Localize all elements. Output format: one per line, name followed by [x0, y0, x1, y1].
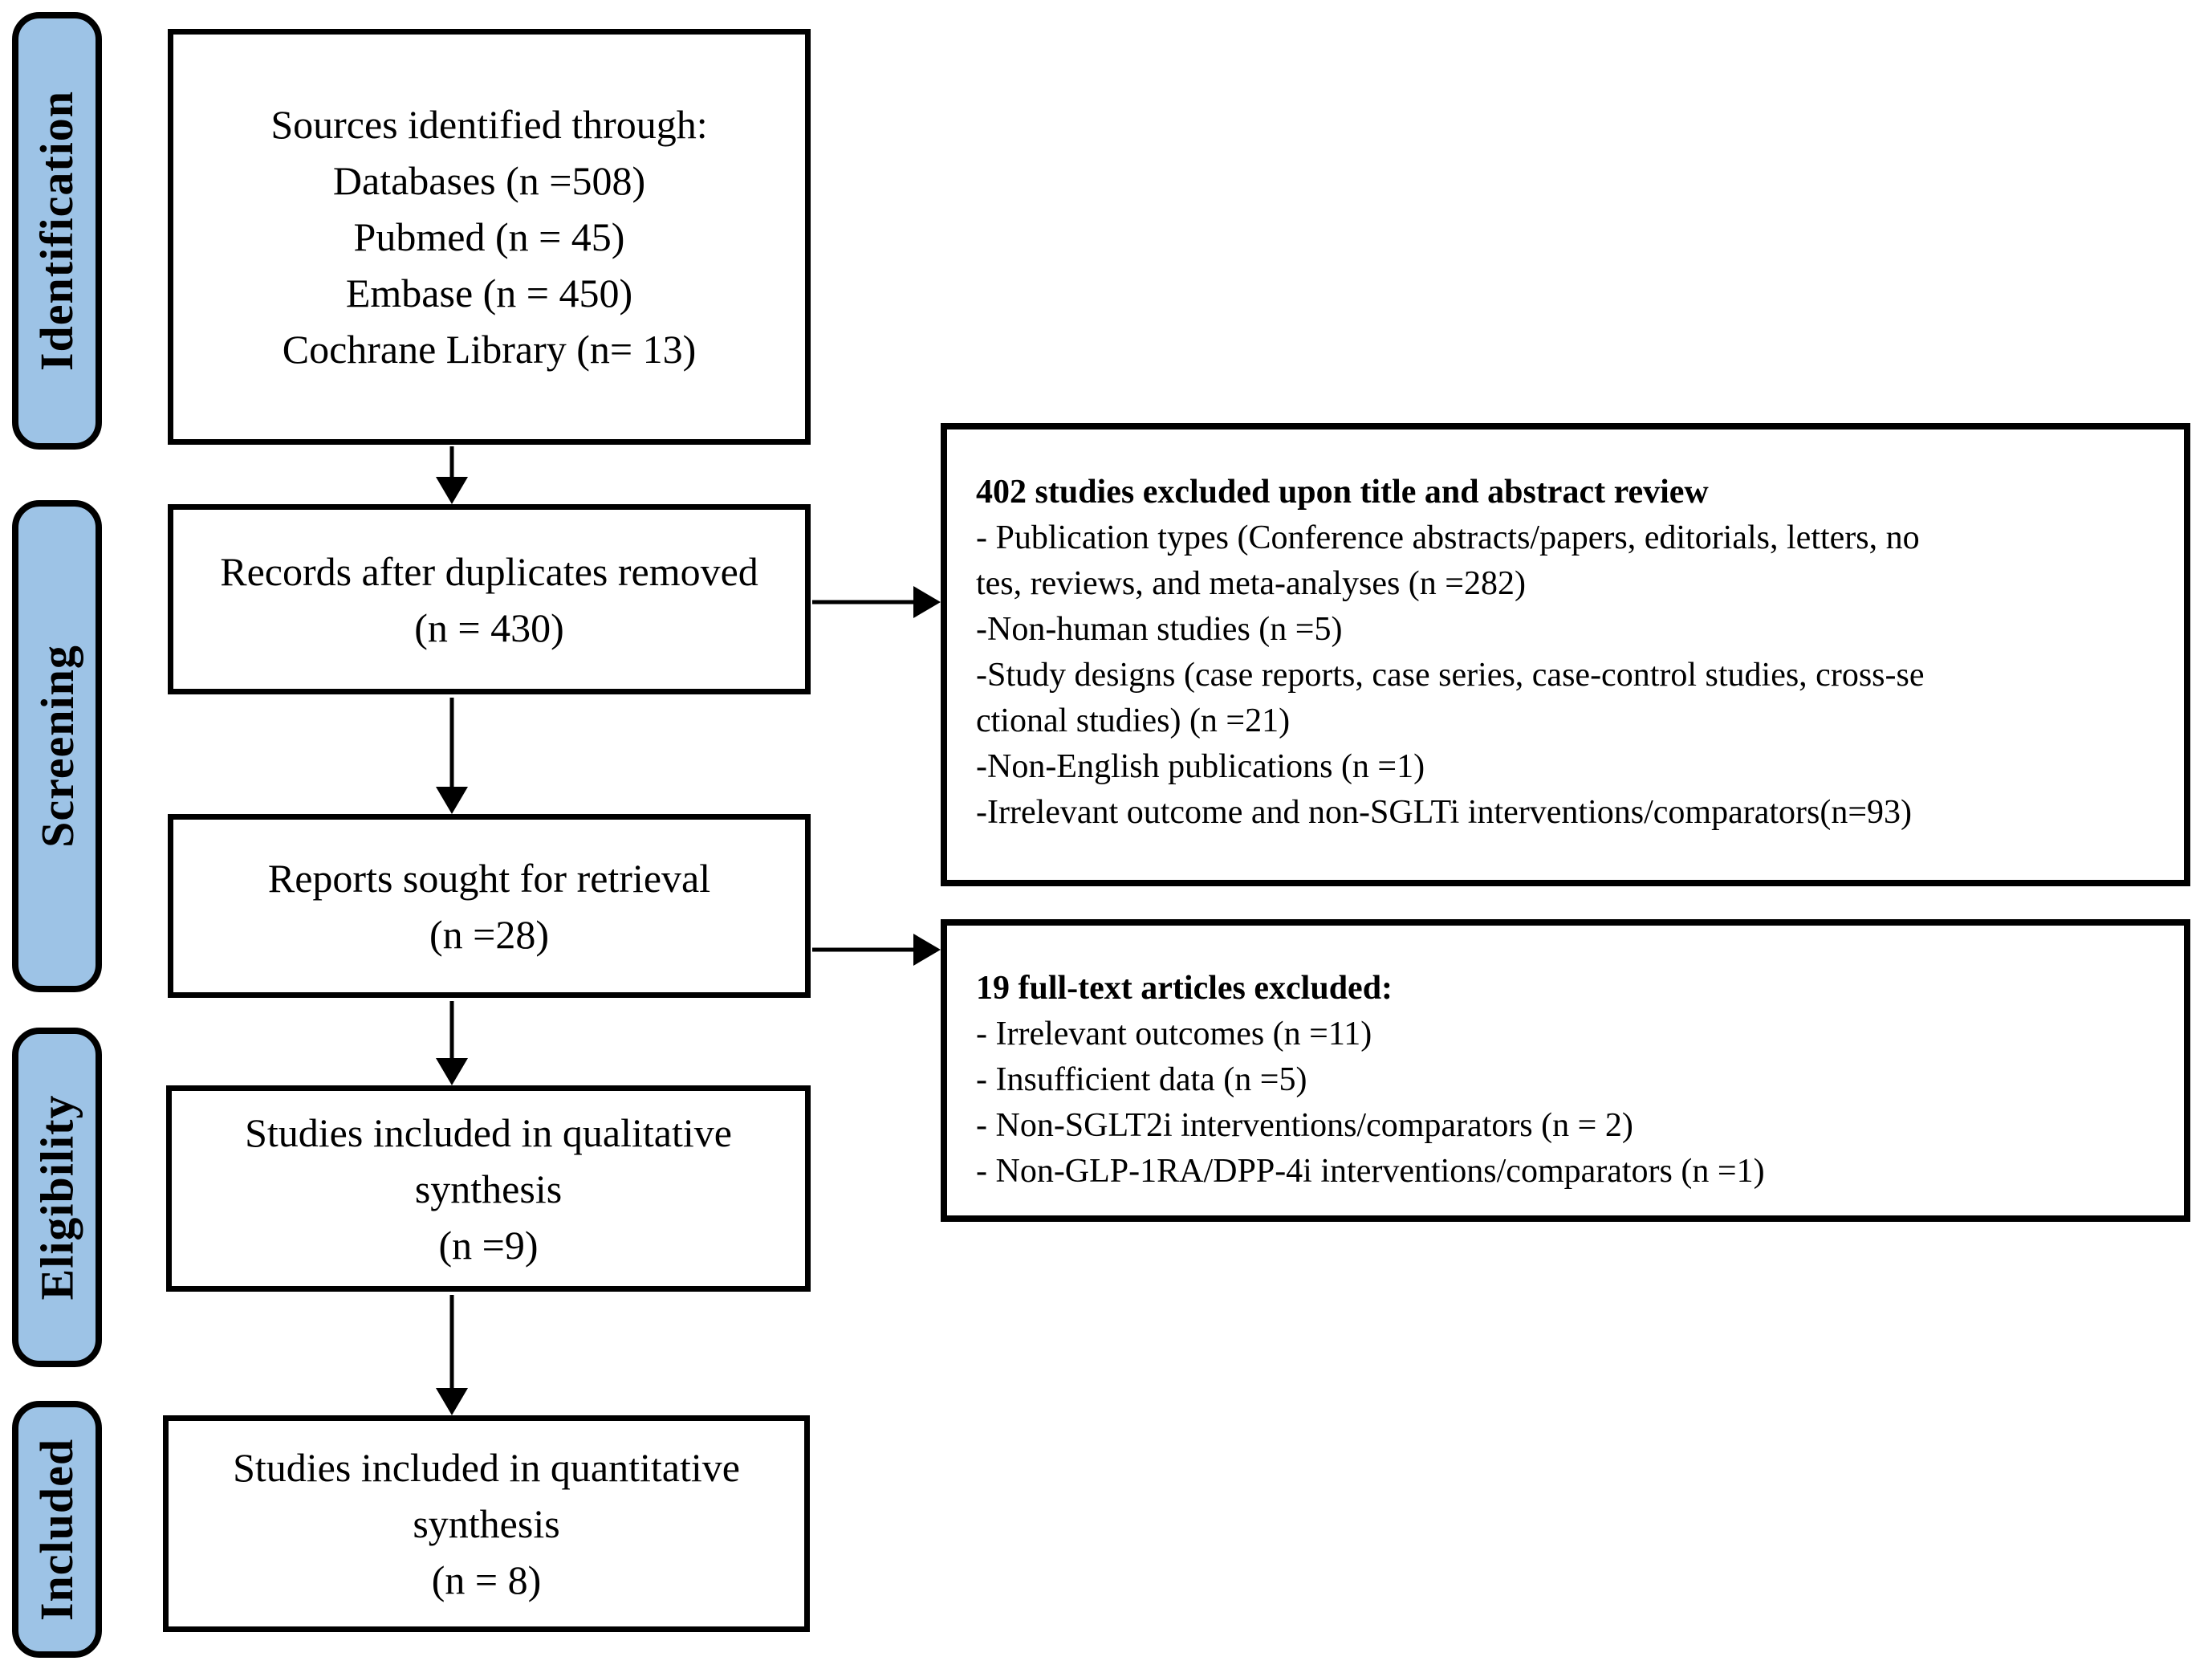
exclusion-box-title-abstract: 402 studies excluded upon title and abst…	[941, 423, 2190, 886]
stage-screening-label: Screening	[30, 645, 83, 848]
flow-box-records-after-duplicates: Records after duplicates removed (n = 43…	[168, 504, 811, 694]
arrow-shaft	[449, 698, 454, 788]
exclusion-box-fulltext-items: - Irrelevant outcomes (n =11) - Insuffic…	[976, 1016, 1765, 1190]
right-arrow-icon	[812, 932, 941, 967]
arrow-head	[913, 586, 941, 618]
down-arrow-icon	[434, 1295, 470, 1415]
down-arrow-icon	[434, 446, 470, 504]
stage-screening: Screening	[12, 500, 102, 992]
stage-identification: Identification	[12, 12, 102, 450]
arrow-head	[436, 787, 468, 814]
arrow-shaft	[812, 947, 915, 952]
stage-eligibility: Eligibility	[12, 1028, 102, 1367]
exclusion-box-title-abstract-heading: 402 studies excluded upon title and abst…	[976, 474, 1709, 511]
arrow-head	[436, 477, 468, 504]
arrow-shaft	[449, 1001, 454, 1060]
flow-box-quantitative-synthesis: Studies included in quantitative synthes…	[163, 1415, 810, 1632]
down-arrow-icon	[434, 698, 470, 814]
down-arrow-icon	[434, 1001, 470, 1085]
exclusion-box-fulltext: 19 full-text articles excluded: - Irrele…	[941, 919, 2190, 1222]
stage-eligibility-label: Eligibility	[30, 1094, 83, 1301]
exclusion-box-fulltext-heading: 19 full-text articles excluded:	[976, 970, 1393, 1007]
stage-included: Included	[12, 1401, 102, 1658]
arrow-head	[436, 1388, 468, 1415]
flow-box-sources-identified: Sources identified through: Databases (n…	[168, 29, 811, 445]
right-arrow-icon	[812, 584, 941, 620]
stage-identification-label: Identification	[30, 90, 83, 372]
arrow-head	[913, 934, 941, 966]
arrow-head	[436, 1058, 468, 1085]
arrow-shaft	[812, 600, 915, 605]
flow-box-qualitative-synthesis: Studies included in qualitative synthesi…	[166, 1085, 811, 1292]
exclusion-box-title-abstract-items: - Publication types (Conference abstract…	[976, 519, 1925, 831]
stage-included-label: Included	[30, 1438, 83, 1621]
flow-box-reports-sought: Reports sought for retrieval (n =28)	[168, 814, 811, 998]
arrow-shaft	[449, 446, 454, 478]
arrow-shaft	[449, 1295, 454, 1390]
